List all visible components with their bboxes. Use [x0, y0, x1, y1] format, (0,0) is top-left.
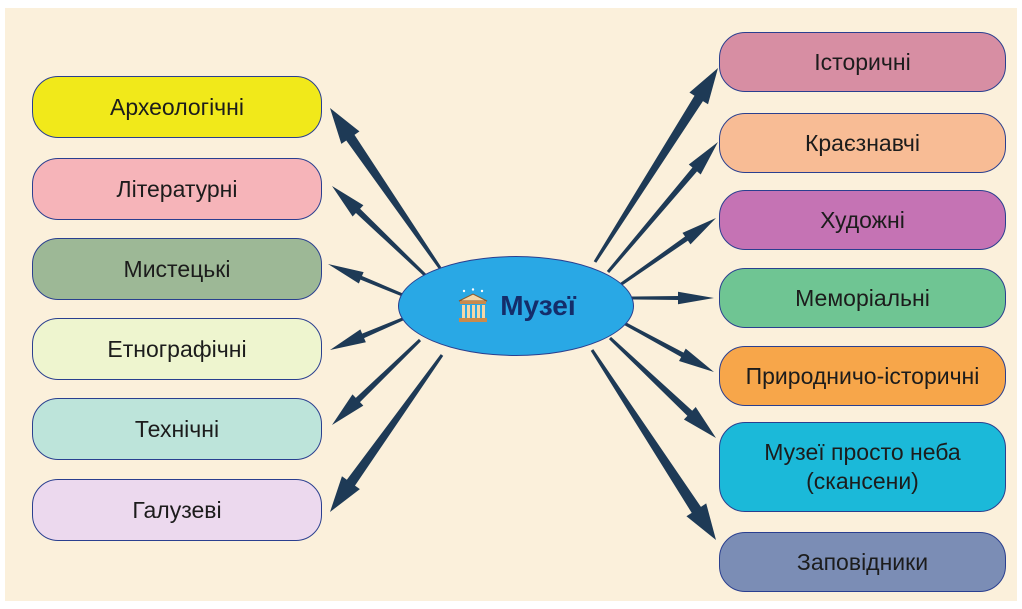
node-open-air-museums: Музеї просто неба (скансени)	[719, 422, 1006, 512]
node-label: Заповідники	[796, 548, 929, 575]
node-label: Технічні	[134, 415, 220, 442]
node-local-lore: Краєзнавчі	[719, 113, 1006, 173]
node-label: Археологічні	[110, 93, 244, 120]
node-art: Мистецькі	[32, 238, 322, 300]
node-label: Літературні	[116, 175, 238, 202]
node-ethnographic: Етнографічні	[32, 318, 322, 380]
node-art-fine: Художні	[719, 190, 1006, 250]
center-node-museums: Музеї	[398, 256, 634, 356]
arrow-to-local-lore	[606, 142, 718, 273]
node-label: Мистецькі	[123, 255, 231, 282]
node-archaeological: Археологічні	[32, 76, 322, 138]
arrow-to-open-air	[608, 336, 716, 438]
node-sectoral: Галузеві	[32, 479, 322, 541]
arrow-to-natural-history	[621, 320, 714, 372]
node-memorial: Меморіальні	[719, 268, 1006, 328]
arrow-to-historical	[593, 68, 718, 263]
museum-building-icon	[459, 288, 488, 322]
node-label: Меморіальні	[795, 284, 930, 311]
arrow-to-technical	[332, 338, 422, 425]
node-natural-history: Природничо-історичні	[719, 346, 1006, 406]
node-technical: Технічні	[32, 398, 322, 460]
node-reserves: Заповідники	[719, 532, 1006, 592]
node-label: Музеї просто неба (скансени)	[764, 439, 961, 494]
node-label: Галузеві	[132, 496, 222, 523]
center-title: Музеї	[500, 290, 576, 321]
node-label: Краєзнавчі	[804, 129, 921, 156]
arrow-to-art	[328, 264, 406, 298]
node-historical: Історичні	[719, 32, 1006, 92]
arrow-to-archaeological	[330, 108, 442, 269]
node-label: Етнографічні	[107, 335, 247, 362]
node-literary: Літературні	[32, 158, 322, 220]
arrow-to-art-fine	[619, 218, 716, 287]
node-label: Художні	[820, 206, 905, 233]
arrow-to-memorial	[632, 291, 714, 305]
arrow-to-ethnographic	[330, 316, 406, 350]
node-label: Історичні	[814, 48, 911, 75]
arrow-to-sectoral	[330, 354, 444, 512]
arrow-to-literary	[332, 186, 427, 277]
node-label: Природничо-історичні	[745, 362, 980, 389]
arrow-to-reserves	[590, 349, 716, 540]
